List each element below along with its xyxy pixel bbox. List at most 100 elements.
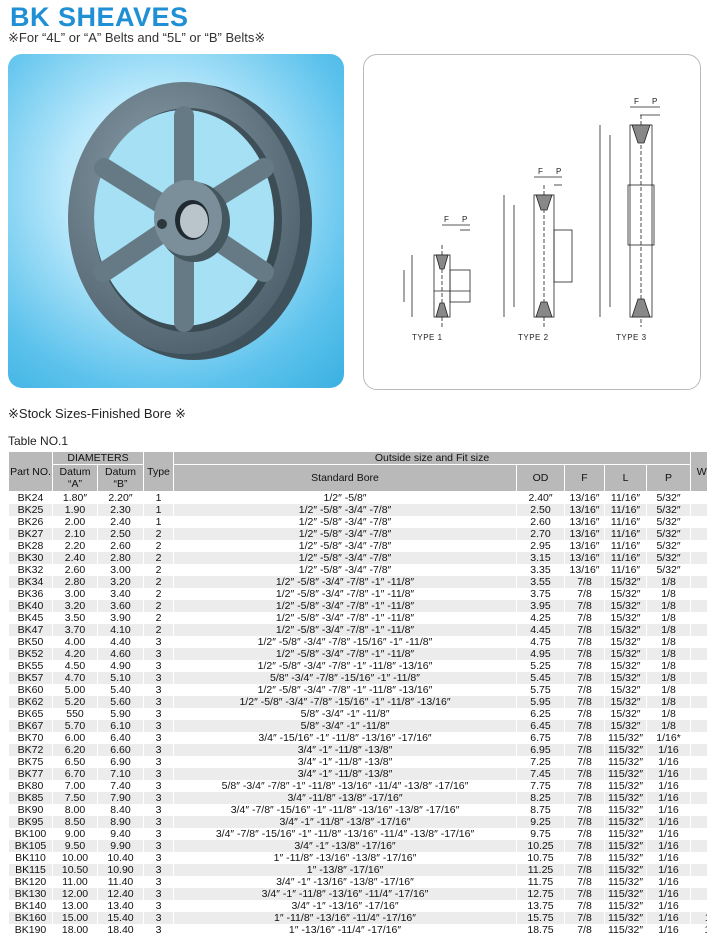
cell-f: 7/8 <box>564 684 605 696</box>
cell-datum-b: 12.40 <box>96 888 144 900</box>
cell-standard-bore: 3/4″ -1″ -11/8″ -13/16″ -11/4″ -17/16″ <box>173 888 517 900</box>
cell-od: 6.45 <box>516 720 565 732</box>
cell-weight: 5.8 <box>690 840 707 852</box>
cell-type: 2 <box>143 552 174 564</box>
cell-weight: 6.9 <box>690 864 707 876</box>
cell-f: 7/8 <box>564 576 605 588</box>
cell-weight: 5.6 <box>690 816 707 828</box>
cell-type: 3 <box>143 840 174 852</box>
cell-datum-b: 2.30 <box>96 504 144 516</box>
header-datum-b: Datum “B” <box>96 464 145 492</box>
cell-part-no: BK67 <box>8 720 53 732</box>
cell-standard-bore: 3/4″ -1″ -11/8″ -13/8″ -17/16″ <box>173 816 517 828</box>
cell-datum-a: 13.00 <box>52 900 98 912</box>
cell-type: 3 <box>143 912 174 924</box>
cell-datum-a: 10.50 <box>52 864 98 876</box>
cell-l: 11/16″ <box>604 564 647 576</box>
cell-od: 5.45 <box>516 672 565 684</box>
cell-weight: .8 <box>690 564 707 576</box>
cell-standard-bore: 5/8″ -3/4″ -1″ -11/8″ <box>173 708 517 720</box>
cell-od: 11.75 <box>516 876 565 888</box>
cell-od: 2.50 <box>516 504 565 516</box>
cell-standard-bore: 1/2″ -5/8″ -3/4″ -7/8″ -1″ -11/8″ -13/16… <box>173 684 517 696</box>
cell-type: 3 <box>143 924 174 936</box>
cell-f: 13/16″ <box>564 540 605 552</box>
cell-type: 3 <box>143 792 174 804</box>
cell-od: 12.75 <box>516 888 565 900</box>
cell-od: 10.75 <box>516 852 565 864</box>
cell-l: 115/32″ <box>604 840 647 852</box>
cell-l: 15/32″ <box>604 684 647 696</box>
cell-weight: 2.4 <box>690 696 707 708</box>
cell-f: 7/8 <box>564 816 605 828</box>
cell-datum-b: 10.90 <box>96 864 144 876</box>
cell-l: 15/32″ <box>604 696 647 708</box>
cell-part-no: BK40 <box>8 600 53 612</box>
cell-datum-b: 4.60 <box>96 648 144 660</box>
cell-f: 7/8 <box>564 840 605 852</box>
cell-datum-b: 4.10 <box>96 624 144 636</box>
cell-weight: .5 <box>690 504 707 516</box>
cell-part-no: BK72 <box>8 744 53 756</box>
cell-od: 5.25 <box>516 660 565 672</box>
cell-p: 1/16 <box>646 744 691 756</box>
cell-p: 1/16 <box>646 924 691 936</box>
cell-f: 7/8 <box>564 828 605 840</box>
cell-part-no: BK36 <box>8 588 53 600</box>
cell-l: 15/32″ <box>604 624 647 636</box>
cell-standard-bore: 1/2″ -5/8″ -3/4″ -7/8″ -1″ -11/8″ <box>173 612 517 624</box>
cell-datum-a: 2.60 <box>52 564 98 576</box>
cell-od: 13.75 <box>516 900 565 912</box>
cell-type: 2 <box>143 540 174 552</box>
cell-standard-bore: 3/4″ -1″ -11/8″ -13/8″ <box>173 744 517 756</box>
cell-weight: 1.5 <box>690 600 707 612</box>
cell-f: 7/8 <box>564 660 605 672</box>
cell-f: 7/8 <box>564 600 605 612</box>
page-subtitle: ※For “4L” or “A” Belts and “5L” or “B” B… <box>8 30 266 45</box>
cell-type: 3 <box>143 804 174 816</box>
cell-weight: .6 <box>690 516 707 528</box>
cell-standard-bore: 5/8″ -3/4″ -7/8″ -1″ -11/8″ -13/16″ -11/… <box>173 780 517 792</box>
cell-type: 3 <box>143 684 174 696</box>
cell-f: 7/8 <box>564 696 605 708</box>
cell-part-no: BK95 <box>8 816 53 828</box>
cell-part-no: BK26 <box>8 516 53 528</box>
cell-datum-b: 4.40 <box>96 636 144 648</box>
cell-part-no: BK30 <box>8 552 53 564</box>
cell-f: 13/16″ <box>564 528 605 540</box>
cell-datum-a: 4.20 <box>52 648 98 660</box>
cell-p: 1/8 <box>646 696 691 708</box>
cell-datum-a: 6.70 <box>52 768 98 780</box>
cell-od: 7.25 <box>516 756 565 768</box>
cell-part-no: BK140 <box>8 900 53 912</box>
cell-part-no: BK100 <box>8 828 53 840</box>
cell-part-no: BK25 <box>8 504 53 516</box>
cell-p: 5/32″ <box>646 552 691 564</box>
cell-weight: 4.1 <box>690 768 707 780</box>
svg-text:F: F <box>444 215 449 224</box>
cell-od: 6.95 <box>516 744 565 756</box>
cell-datum-b: 7.10 <box>96 768 144 780</box>
cell-p: 1/8 <box>646 672 691 684</box>
cell-datum-b: 3.20 <box>96 576 144 588</box>
svg-text:P: P <box>556 167 561 176</box>
cell-od: 9.75 <box>516 828 565 840</box>
cell-l: 11/16″ <box>604 528 647 540</box>
cell-weight: 2.8 <box>690 720 707 732</box>
cell-type: 2 <box>143 624 174 636</box>
cell-datum-b: 4.90 <box>96 660 144 672</box>
cell-p: 1/16 <box>646 816 691 828</box>
cell-p: 5/32″ <box>646 528 691 540</box>
